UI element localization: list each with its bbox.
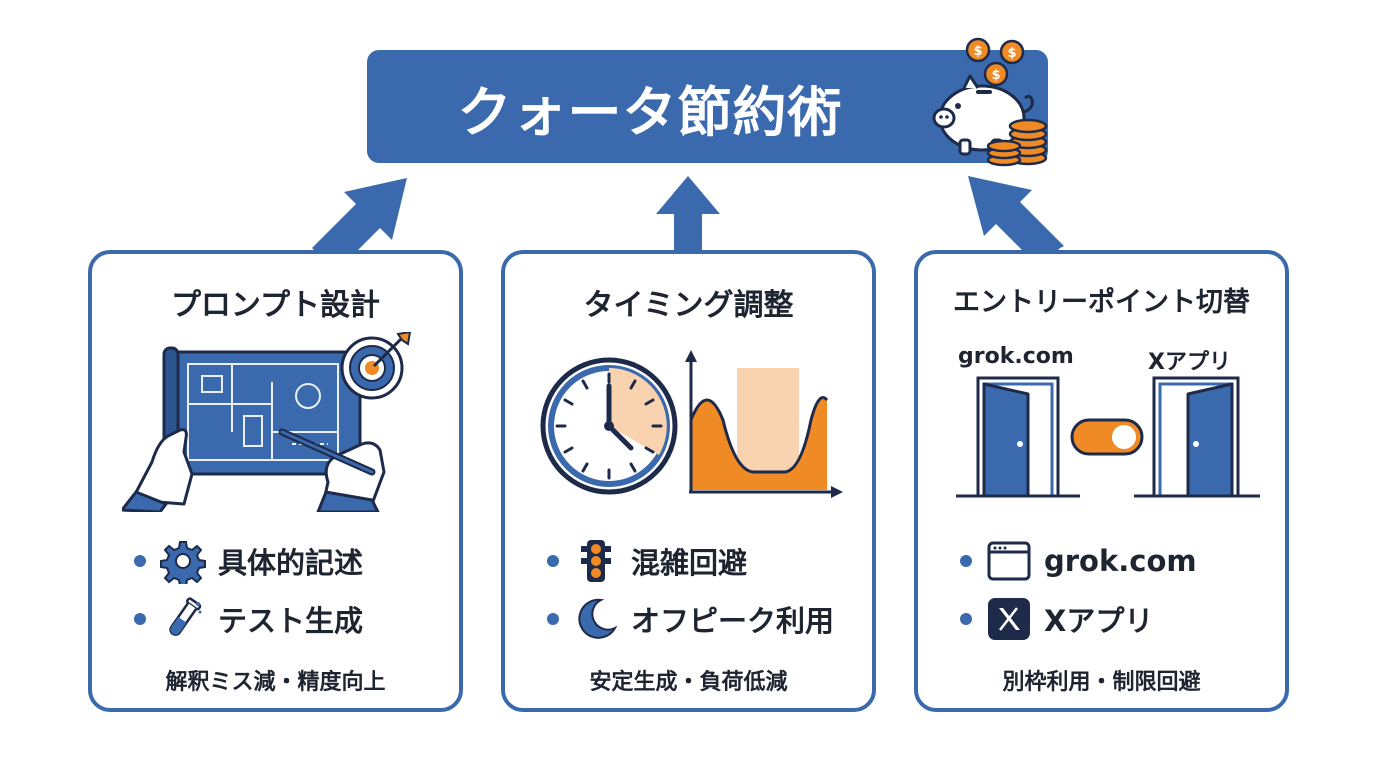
bullet-avoid-congestion: 混雑回避 (547, 536, 747, 586)
svg-text:$: $ (973, 44, 982, 59)
bullet-label: Xアプリ (1044, 604, 1154, 638)
bullet-dot (134, 613, 146, 625)
traffic-light-icon (581, 540, 611, 582)
page-title: クォータ節約術 (457, 80, 843, 144)
doors-toggle-icon (956, 376, 1260, 498)
bullet-grok-com: grok.com (960, 536, 1197, 586)
panel-footer: 安定生成・負荷低減 (589, 670, 788, 695)
x-logo-icon (988, 598, 1030, 640)
test-tube-icon (169, 597, 202, 636)
bullet-dot (547, 555, 559, 567)
panel-entry-point-switch: エントリーポイント切替 grok.com Xアプリ grok.com (914, 250, 1289, 712)
svg-text:$: $ (1007, 46, 1016, 61)
svg-text:$: $ (991, 68, 1000, 83)
bullet-dot (960, 555, 972, 567)
panel-prompt-design: プロンプト設計 (88, 250, 463, 712)
bullet-label: 具体的記述 (218, 546, 364, 580)
bullet-label: テスト生成 (218, 604, 364, 638)
title-banner (367, 50, 1048, 163)
bullet-x-app: Xアプリ (960, 594, 1153, 644)
bullet-specific-description: 具体的記述 (134, 536, 363, 586)
panel-footer: 解釈ミス減・精度向上 (165, 670, 386, 695)
blueprint-hands-target-icon (122, 332, 412, 512)
bullet-dot (547, 613, 559, 625)
door-label-right: Xアプリ (1148, 350, 1231, 375)
arrow-middle-icon (656, 176, 720, 250)
bullet-label: オフピーク利用 (631, 604, 835, 638)
arrow-right-icon (968, 176, 1064, 268)
piggy-bank-icon: $ $ $ (932, 37, 1048, 167)
browser-window-icon (987, 541, 1031, 581)
clock-load-chart-icon (540, 350, 843, 498)
panel-title: プロンプト設計 (170, 288, 381, 323)
arrow-left-icon (312, 178, 407, 272)
panel-timing-adjustment: タイミング調整 (501, 250, 876, 712)
bullet-dot (960, 613, 972, 625)
moon-icon (578, 598, 618, 639)
door-label-left: grok.com (958, 344, 1074, 369)
panel-title: タイミング調整 (583, 288, 794, 323)
bullet-test-generation: テスト生成 (134, 594, 363, 644)
bullet-dot (134, 555, 146, 567)
bullet-label: 混雑回避 (631, 546, 748, 580)
bullet-label: grok.com (1044, 544, 1197, 578)
panel-footer: 別枠利用・制限回避 (1002, 670, 1201, 695)
bullet-off-peak: オフピーク利用 (547, 594, 834, 644)
gear-icon (160, 541, 206, 584)
panel-title: エントリーポイント切替 (953, 287, 1250, 318)
